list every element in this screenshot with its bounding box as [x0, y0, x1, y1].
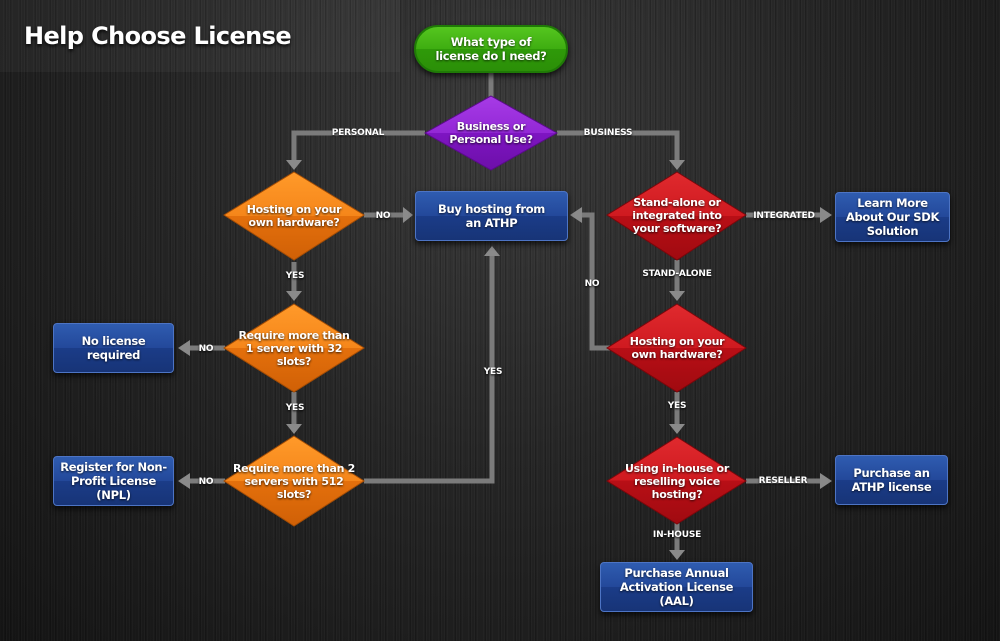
decision-inhouse-shape: [606, 436, 747, 525]
decision-business-hosting: Hosting on your own hardware?: [629, 335, 725, 361]
decision-inhouse-reselling: Using in-house or reselling voice hostin…: [625, 461, 729, 501]
outcome-sdk[interactable]: Learn More About Our SDK Solution: [835, 192, 950, 242]
connector-reseller: [746, 473, 832, 489]
connector-personal-hosting-yes: [286, 262, 302, 301]
connector-personal-hosting-no: [364, 207, 413, 223]
start-node-text: What type of license do I need?: [435, 35, 547, 63]
edge-label-server1-yes: YES: [285, 403, 305, 413]
decision-server2: Require more than 2 servers with 512 slo…: [233, 461, 355, 501]
edge-label-business-hosting-no: NO: [584, 279, 600, 289]
outcome-no-license[interactable]: No license required: [53, 323, 174, 373]
decision-use-type-shape: [423, 95, 559, 171]
edge-label-server2-no: NO: [198, 477, 214, 487]
edge-label-personal: PERSONAL: [331, 128, 385, 138]
outcome-npl[interactable]: Register for Non-Profit License (NPL): [53, 456, 174, 506]
connector-business-hosting-no: [570, 207, 610, 351]
decision-server2-shape: [223, 435, 365, 527]
decision-server1: Require more than 1 server with 32 slots…: [238, 328, 350, 368]
edge-label-personal-hosting-yes: YES: [285, 271, 305, 281]
decision-standalone: Stand-alone or integrated into your soft…: [632, 195, 722, 235]
page-title: Help Choose License: [24, 22, 292, 50]
start-node: What type of license do I need?: [414, 25, 568, 73]
header-band: [0, 0, 400, 72]
decision-use-type: Business or Personal Use?: [449, 120, 533, 146]
connector-server1-yes: [286, 392, 302, 434]
outcome-aal[interactable]: Purchase Annual Activation License (AAL): [600, 562, 753, 612]
edge-label-personal-hosting-no: NO: [375, 211, 391, 221]
decision-personal-hosting-shape: [223, 171, 365, 261]
connector-server2-yes: [364, 246, 500, 484]
edge-label-inhouse: IN-HOUSE: [652, 530, 702, 540]
connector-standalone: [669, 260, 685, 301]
edge-label-business-hosting-yes: YES: [667, 401, 687, 411]
connector-business: [557, 130, 685, 170]
decision-standalone-shape: [606, 171, 747, 261]
edge-label-reseller: RESELLER: [758, 476, 808, 486]
decision-business-hosting-shape: [606, 303, 747, 393]
outcome-buy-hosting[interactable]: Buy hosting from an ATHP: [415, 191, 568, 241]
edge-label-integrated: INTEGRATED: [753, 211, 815, 221]
decision-server1-shape: [223, 303, 365, 393]
connector-personal: [286, 130, 425, 170]
edge-label-standalone: STAND-ALONE: [642, 269, 712, 279]
connector-server2-no: [178, 473, 225, 489]
connector-server1-no: [178, 340, 225, 356]
edge-label-business: BUSINESS: [583, 128, 633, 138]
connector-inhouse: [669, 522, 685, 560]
connector-business-hosting-yes: [669, 392, 685, 434]
outcome-athp-license[interactable]: Purchase an ATHP license: [835, 455, 948, 505]
decision-personal-hosting: Hosting on your own hardware?: [246, 203, 342, 229]
edge-label-server1-no: NO: [198, 344, 214, 354]
edge-label-server2-yes: YES: [483, 367, 503, 377]
connector-integrated: [746, 207, 832, 223]
